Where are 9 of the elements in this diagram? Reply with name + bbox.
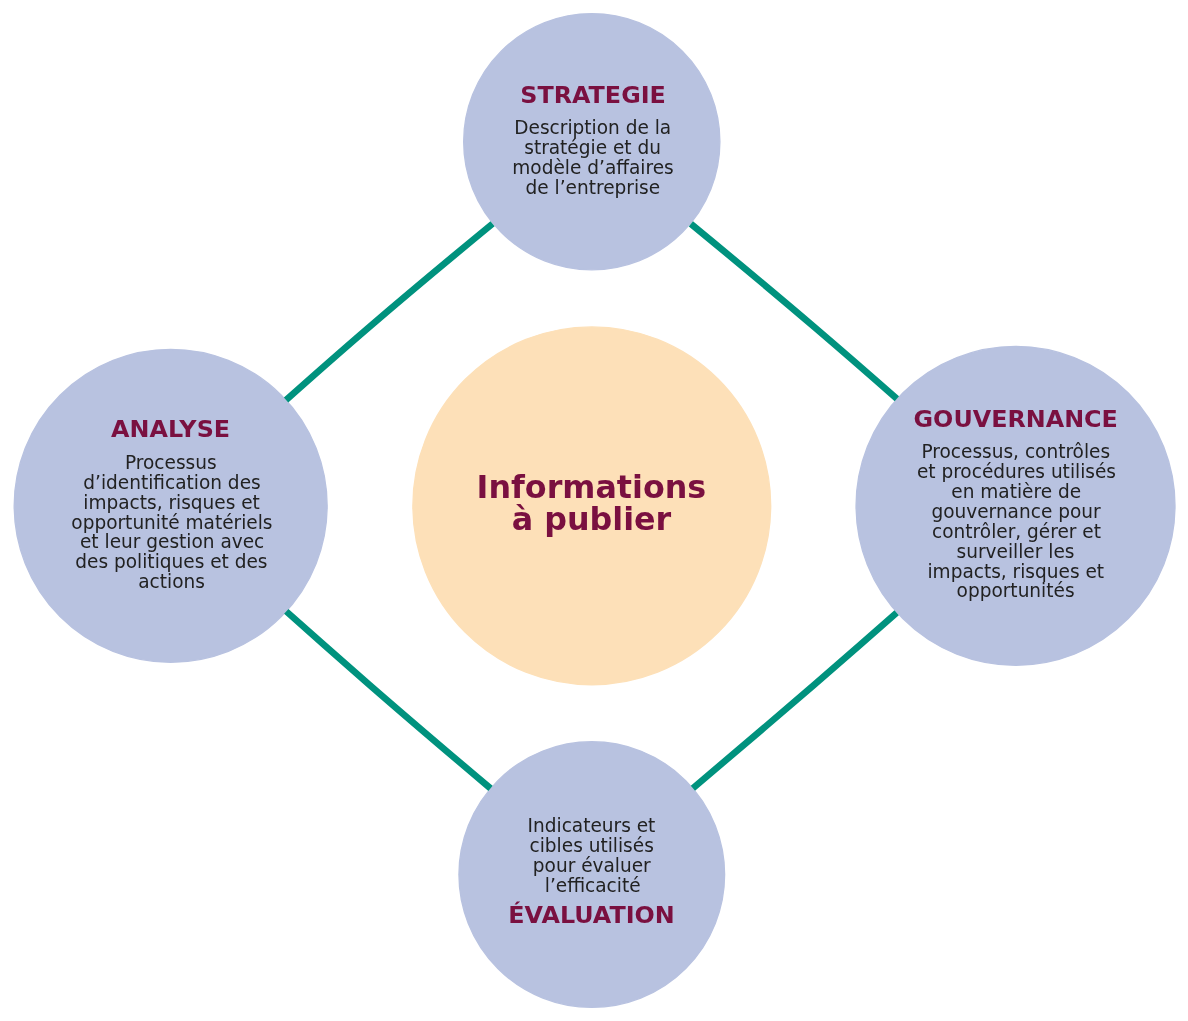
node-circle: Indicateurs et cibles utilisés pour évaluer l’efficacité ÉVALUATION	[457, 741, 725, 1009]
connector	[283, 221, 495, 403]
connector	[688, 221, 899, 402]
connector	[690, 610, 899, 791]
node-circle: ANALYSE Processus d’identification des impacts, risques et opportunité matériels et leur gestion avec des politiques et des actions	[13, 348, 328, 663]
connector	[283, 608, 493, 791]
node-circle: GOUVERNANCE Processus, contrôles et procédures utilisés en matière de gouvernance pour contrôler, gérer et surveiller les impacts, risques et opportunités	[854, 345, 1176, 666]
node-circle: Informations à publier	[411, 326, 771, 686]
node-circle: STRATEGIE Description de la stratégie et du modèle d’affaires de l’entreprise	[462, 12, 721, 271]
